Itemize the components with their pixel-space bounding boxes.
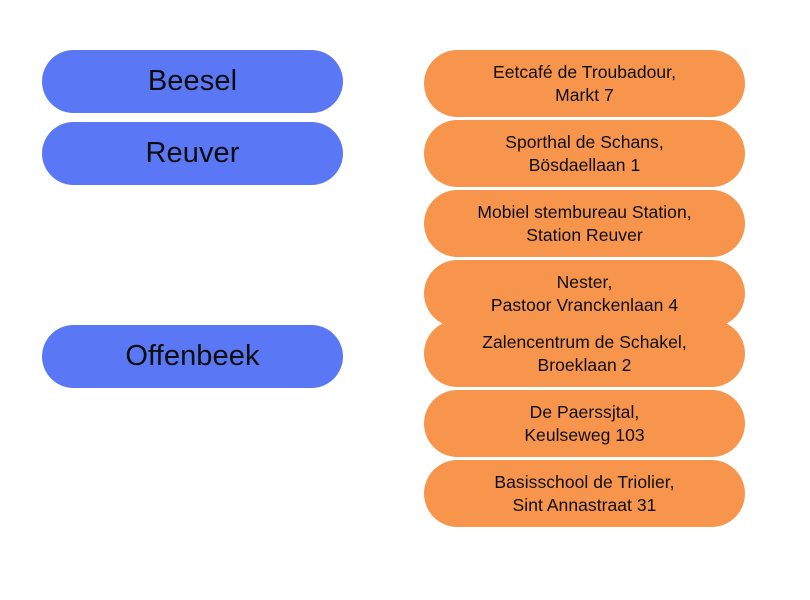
location-address: Sint Annastraat 31 bbox=[512, 494, 657, 515]
location-pill-nester[interactable]: Nester, Pastoor Vranckenlaan 4 bbox=[424, 260, 745, 327]
location-pill-basisschool-de-triolier[interactable]: Basisschool de Triolier, Sint Annastraat… bbox=[424, 460, 745, 527]
location-name: Nester, bbox=[556, 271, 613, 292]
location-name: Basisschool de Triolier, bbox=[494, 471, 675, 492]
village-label: Reuver bbox=[145, 136, 240, 169]
village-label: Offenbeek bbox=[125, 339, 260, 372]
location-address: Keulseweg 103 bbox=[524, 424, 645, 445]
location-name: Mobiel stembureau Station, bbox=[477, 201, 692, 222]
village-label: Beesel bbox=[147, 64, 238, 97]
location-address: Broeklaan 2 bbox=[537, 354, 632, 375]
location-pill-sporthal-de-schans[interactable]: Sporthal de Schans, Bösdaellaan 1 bbox=[424, 120, 745, 187]
location-pill-mobiel-stembureau-station[interactable]: Mobiel stembureau Station, Station Reuve… bbox=[424, 190, 745, 257]
location-address: Markt 7 bbox=[555, 84, 614, 105]
location-name: De Paerssjtal, bbox=[529, 401, 640, 422]
location-name: Zalencentrum de Schakel, bbox=[482, 331, 687, 352]
location-name: Eetcafé de Troubadour, bbox=[492, 61, 677, 82]
location-address: Pastoor Vranckenlaan 4 bbox=[490, 294, 679, 315]
location-name: Sporthal de Schans, bbox=[505, 131, 664, 152]
location-address: Station Reuver bbox=[526, 224, 643, 245]
village-pill-reuver[interactable]: Reuver bbox=[42, 122, 343, 185]
location-pill-eetcafe-de-troubadour[interactable]: Eetcafé de Troubadour, Markt 7 bbox=[424, 50, 745, 117]
location-pill-de-paerssjtal[interactable]: De Paerssjtal, Keulseweg 103 bbox=[424, 390, 745, 457]
location-address: Bösdaellaan 1 bbox=[528, 154, 641, 175]
village-pill-beesel[interactable]: Beesel bbox=[42, 50, 343, 113]
village-pill-offenbeek[interactable]: Offenbeek bbox=[42, 325, 343, 388]
location-pill-zalencentrum-de-schakel[interactable]: Zalencentrum de Schakel, Broeklaan 2 bbox=[424, 320, 745, 387]
